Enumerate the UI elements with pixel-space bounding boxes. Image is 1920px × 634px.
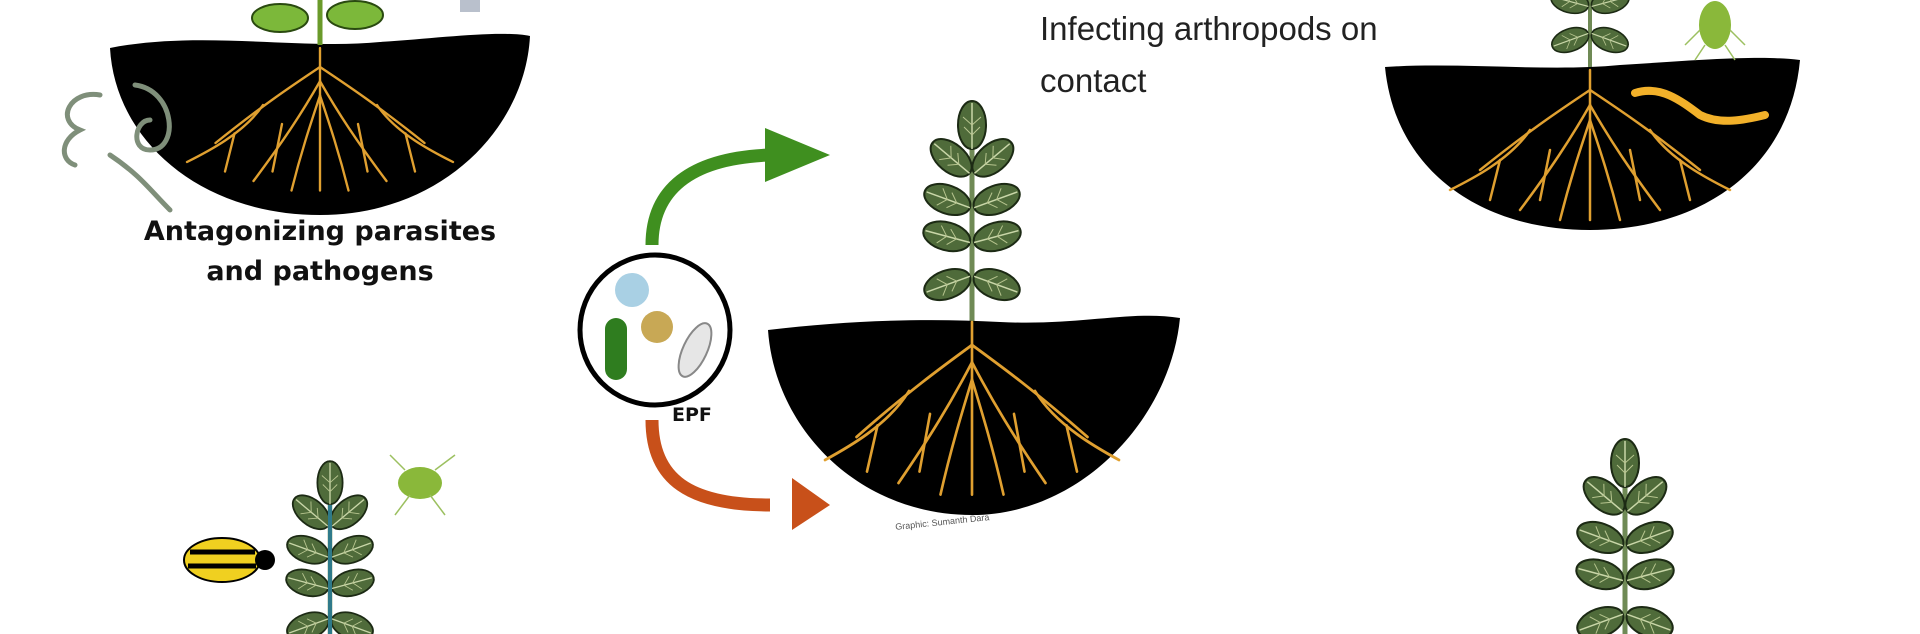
plant-bottom-right: [1573, 439, 1677, 634]
fungal-spores-icon: [577, 252, 733, 408]
larva-icon: [1631, 86, 1769, 125]
epf-label: EPF: [672, 404, 712, 426]
aphid-icon: [1684, 1, 1746, 61]
pathogen-icon: [460, 0, 480, 12]
antagonizing-line1: Antagonizing parasites: [143, 216, 497, 247]
soil-bowl-right: [1385, 0, 1800, 231]
antagonizing-label: Antagonizing parasites and pathogens: [100, 212, 540, 292]
soil-bowl-left: [61, 0, 530, 215]
nematode-icon: [61, 82, 173, 213]
antagonizing-line2: and pathogens: [206, 256, 434, 287]
orange-arrow-icon: [645, 419, 830, 530]
infecting-label: Infecting arthropods on contact: [1040, 3, 1378, 107]
infecting-line1: Infecting arthropods on: [1040, 10, 1378, 47]
beetle-icon: [183, 537, 275, 583]
infecting-line2: contact: [1040, 62, 1147, 99]
plant-bottom-left: [183, 454, 456, 634]
soil-bowl-center: [768, 101, 1180, 515]
aphid-icon: [389, 454, 456, 516]
green-arrow-icon: [645, 128, 830, 246]
